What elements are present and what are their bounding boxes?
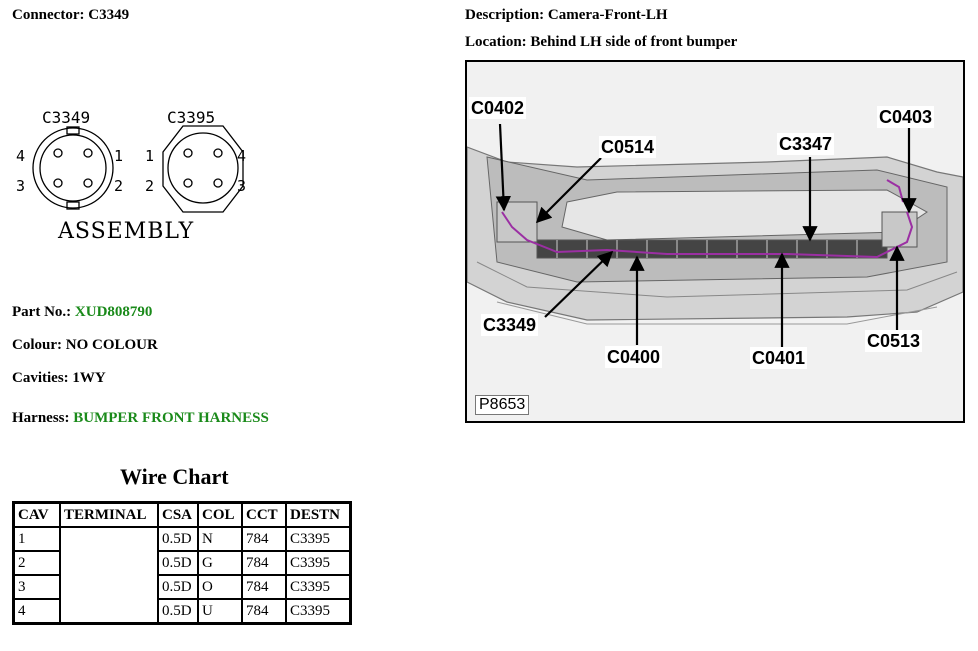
connector-line: Connector: C3349 [12,7,129,24]
callout-c0514: C0514 [599,136,657,158]
column-header: CAV [12,501,61,528]
cell-cct: 784 [241,526,287,552]
cell-cct: 784 [241,550,287,576]
cell-cav: 3 [12,574,61,600]
location-value: Behind LH side of front bumper [530,34,738,50]
callout-c0402: C0402 [469,97,527,119]
location-illustration: C0402 C0514 C3347 C0403 C3349 C0400 C040… [465,60,965,423]
cell-csa: 0.5D [157,550,199,576]
diagram-right-connector-name: C3395 [167,108,215,127]
column-header: COL [197,501,243,528]
cell-destn: C3395 [285,598,352,625]
table-row: 4 0.5D U 784 C3395 [12,598,352,625]
callout-c0513: C0513 [865,330,923,352]
table-row: 3 0.5D O 784 C3395 [12,574,352,600]
picture-code: P8653 [475,395,530,415]
location-label: Location: [465,34,527,50]
cell-csa: 0.5D [157,526,199,552]
column-header: CSA [157,501,199,528]
cell-cct: 784 [241,574,287,600]
right-pin-label: 3 [237,177,246,195]
harness-value: BUMPER FRONT HARNESS [73,410,269,426]
cell-cav: 4 [12,598,61,625]
description-value: Camera-Front-LH [547,7,668,23]
callout-c3349: C3349 [481,314,539,336]
callout-c0401: C0401 [750,347,808,369]
column-header: TERMINAL [59,501,159,528]
table-row: 2 0.5D G 784 C3395 [12,550,352,576]
column-header: CCT [241,501,287,528]
connector-face-diagram: C3349 C3395 4 1 3 2 1 4 2 3 ASSEMBLY [16,108,246,244]
cavities-label: Cavities: [12,370,69,386]
description-line: Description: Camera-Front-LH [465,7,668,24]
colour-line: Colour: NO COLOUR [12,337,158,354]
cell-destn: C3395 [285,574,352,600]
cell-terminal [59,526,159,625]
cavities-value: 1WY [72,370,106,386]
colour-label: Colour: [12,337,62,353]
cell-col: U [197,598,243,625]
cell-cav: 2 [12,550,61,576]
cell-destn: C3395 [285,550,352,576]
right-pin-label: 4 [237,147,246,165]
cell-col: G [197,550,243,576]
left-connector-face [32,126,114,210]
part-no-label: Part No.: [12,304,72,320]
table-row: 1 0.5D N 784 C3395 [12,526,352,625]
part-no-line: Part No.: XUD808790 [12,304,152,321]
callout-c0403: C0403 [877,106,935,128]
table-header-row: CAV TERMINAL CSA COL CCT DESTN [12,501,352,528]
connector-value: C3349 [88,7,130,23]
left-pin-label: 1 [114,147,123,165]
connector-label: Connector: [12,7,85,23]
left-pin-label: 2 [114,177,123,195]
cell-csa: 0.5D [157,574,199,600]
part-no-value: XUD808790 [74,304,153,320]
assembly-label: ASSEMBLY [57,219,194,244]
cell-csa: 0.5D [157,598,199,625]
callout-c0400: C0400 [605,346,663,368]
location-line: Location: Behind LH side of front bumper [465,34,737,51]
harness-label: Harness: [12,410,70,426]
left-pin-label: 3 [16,177,25,195]
cell-col: N [197,526,243,552]
wire-chart-table: CAV TERMINAL CSA COL CCT DESTN 1 0.5D N … [12,501,352,625]
column-header: DESTN [285,501,352,528]
cell-cct: 784 [241,598,287,625]
description-label: Description: [465,7,545,23]
right-pin-label: 1 [145,147,154,165]
cell-col: O [197,574,243,600]
colour-value: NO COLOUR [65,337,158,353]
cavities-line: Cavities: 1WY [12,370,106,387]
cell-cav: 1 [12,526,61,552]
diagram-left-connector-name: C3349 [42,108,90,127]
cell-destn: C3395 [285,526,352,552]
wire-chart-title: Wire Chart [120,464,229,489]
left-pin-label: 4 [16,147,25,165]
right-connector-face [162,125,244,213]
right-pin-label: 2 [145,177,154,195]
harness-line: Harness: BUMPER FRONT HARNESS [12,410,269,427]
callout-c3347: C3347 [777,133,835,155]
bumper-illustration [467,123,963,347]
